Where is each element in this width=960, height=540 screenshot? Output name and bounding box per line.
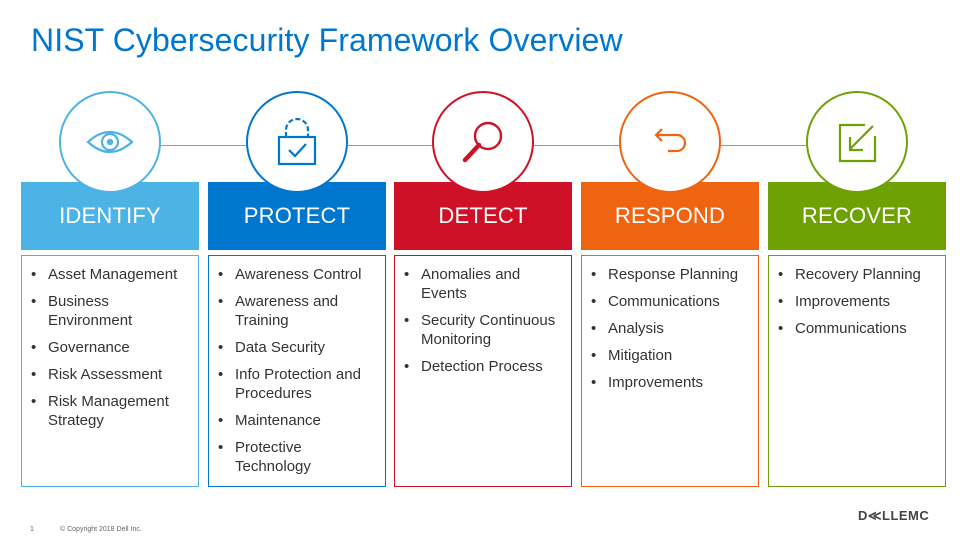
list-item: Awareness and Training — [218, 292, 379, 330]
identify-header: IDENTIFY — [21, 182, 199, 250]
column-respond: RESPOND Response Planning Communications… — [581, 0, 759, 540]
respond-label: RESPOND — [614, 203, 726, 228]
list-item: Security Continuous Monitoring — [404, 311, 565, 349]
list-item: Business Environment — [31, 292, 192, 330]
list-item: Data Security — [218, 338, 379, 357]
restore-arrow-icon — [838, 123, 877, 163]
column-detect: DETECT Anomalies and Events Security Con… — [394, 0, 572, 540]
protect-list: Awareness Control Awareness and Training… — [208, 255, 386, 487]
recover-list: Recovery Planning Improvements Communica… — [768, 255, 946, 487]
page-number: 1 — [30, 526, 34, 533]
return-arrow-icon — [654, 128, 687, 153]
dell-emc-logo: D≪LLEMC — [858, 508, 930, 523]
list-item: Detection Process — [404, 357, 565, 376]
detect-list: Anomalies and Events Security Continuous… — [394, 255, 572, 487]
identify-label: IDENTIFY — [59, 203, 161, 228]
eye-icon — [86, 130, 134, 154]
list-item: Risk Assessment — [31, 365, 192, 384]
list-item: Recovery Planning — [778, 265, 939, 284]
identify-circle — [59, 91, 161, 193]
list-item: Risk Management Strategy — [31, 392, 192, 430]
copyright-text: © Copyright 2018 Dell Inc. — [60, 526, 142, 533]
detect-header: DETECT — [394, 182, 572, 250]
list-item: Maintenance — [218, 411, 379, 430]
protect-circle — [246, 91, 348, 193]
respond-header: RESPOND — [581, 182, 759, 250]
list-item: Communications — [778, 319, 939, 338]
detect-label: DETECT — [438, 203, 528, 228]
identify-list: Asset Management Business Environment Go… — [21, 255, 199, 487]
magnifier-icon — [462, 121, 503, 163]
list-item: Info Protection and Procedures — [218, 365, 379, 403]
list-item: Anomalies and Events — [404, 265, 565, 303]
list-item: Protective Technology — [218, 438, 379, 476]
column-identify: IDENTIFY Asset Management Business Envir… — [21, 0, 199, 540]
padlock-check-icon — [277, 117, 317, 166]
list-item: Analysis — [591, 319, 752, 338]
protect-label: PROTECT — [243, 203, 351, 228]
recover-header: RECOVER — [768, 182, 946, 250]
list-item: Improvements — [778, 292, 939, 311]
list-item: Asset Management — [31, 265, 192, 284]
recover-circle — [806, 91, 908, 193]
list-item: Response Planning — [591, 265, 752, 284]
list-item: Communications — [591, 292, 752, 311]
list-item: Awareness Control — [218, 265, 379, 284]
respond-circle — [619, 91, 721, 193]
slide-title: NIST Cybersecurity Framework Overview — [31, 22, 623, 58]
list-item: Governance — [31, 338, 192, 357]
detect-circle — [432, 91, 534, 193]
column-recover: RECOVER Recovery Planning Improvements C… — [768, 0, 946, 540]
protect-header: PROTECT — [208, 182, 386, 250]
column-protect: PROTECT Awareness Control Awareness and … — [208, 0, 386, 540]
recover-label: RECOVER — [801, 203, 913, 228]
list-item: Improvements — [591, 373, 752, 392]
list-item: Mitigation — [591, 346, 752, 365]
respond-list: Response Planning Communications Analysi… — [581, 255, 759, 487]
